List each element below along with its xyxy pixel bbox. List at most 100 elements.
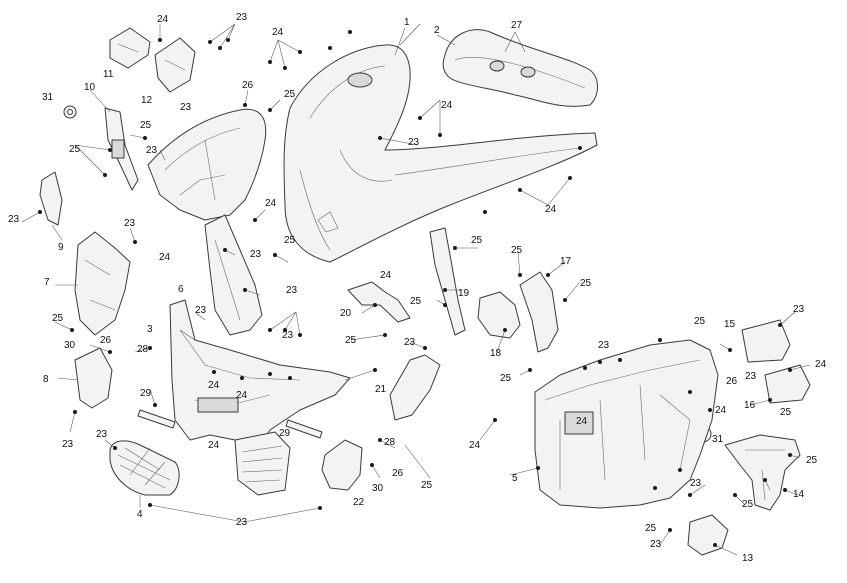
callout-24m: 24 xyxy=(715,405,727,416)
part-8-bracket xyxy=(74,347,113,409)
callout-23r: 23 xyxy=(690,478,702,489)
callout-18: 18 xyxy=(490,348,502,359)
callout-labels: 1 2 3 4 5 6 7 8 9 10 11 12 13 14 15 16 1… xyxy=(8,12,827,564)
callout-23g: 23 xyxy=(282,330,294,341)
callout-23f: 23 xyxy=(195,305,207,316)
callout-23o: 23 xyxy=(598,340,610,351)
callout-5: 5 xyxy=(512,473,518,484)
part-21-bracket xyxy=(389,354,441,421)
callout-25p: 25 xyxy=(645,523,657,534)
part-3-front-frame xyxy=(169,299,351,461)
callout-2: 2 xyxy=(434,25,440,36)
callout-3: 3 xyxy=(147,324,153,335)
callout-31b: 31 xyxy=(712,434,724,445)
callout-1: 1 xyxy=(404,17,410,28)
callout-31: 31 xyxy=(42,92,54,103)
callout-22: 22 xyxy=(353,497,365,508)
callout-23l: 23 xyxy=(62,439,74,450)
callout-24k: 24 xyxy=(469,440,481,451)
callout-23m: 23 xyxy=(96,429,108,440)
part-5-inner-panel xyxy=(534,339,719,509)
part-6-tunnel xyxy=(204,214,263,336)
callout-24b: 24 xyxy=(272,27,284,38)
callout-19: 19 xyxy=(458,288,470,299)
callout-25g: 25 xyxy=(471,235,483,246)
part-29-strip xyxy=(137,409,323,439)
part-22-bracket xyxy=(321,439,363,491)
callout-23e: 23 xyxy=(146,145,158,156)
callout-29: 29 xyxy=(140,388,152,399)
callout-25b: 25 xyxy=(140,120,152,131)
leader-lines xyxy=(21,23,811,556)
callout-25d: 25 xyxy=(284,235,296,246)
callout-23q: 23 xyxy=(793,304,805,315)
part-9-cover xyxy=(39,171,63,226)
callout-30b: 30 xyxy=(372,483,384,494)
callout-23p: 23 xyxy=(745,371,757,382)
callout-9: 9 xyxy=(58,242,64,253)
callout-23b: 23 xyxy=(8,214,20,225)
callout-25n: 25 xyxy=(806,455,818,466)
part-10-bracket xyxy=(104,107,139,191)
callout-4: 4 xyxy=(137,509,143,520)
callout-25c: 25 xyxy=(69,144,81,155)
callout-25l: 25 xyxy=(694,316,706,327)
callout-23i: 23 xyxy=(250,249,262,260)
callout-25e: 25 xyxy=(52,313,64,324)
callout-24c: 24 xyxy=(441,100,453,111)
callout-24l: 24 xyxy=(576,416,588,427)
callout-7: 7 xyxy=(44,277,50,288)
callout-24g: 24 xyxy=(380,270,392,281)
callout-24j: 24 xyxy=(208,440,220,451)
part-31-washer xyxy=(63,105,77,119)
callout-25o: 25 xyxy=(742,499,754,510)
callout-6: 6 xyxy=(178,284,184,295)
callout-24d: 24 xyxy=(545,204,557,215)
part-15-plate xyxy=(741,319,791,363)
callout-28: 28 xyxy=(137,344,149,355)
fastener-dots xyxy=(38,30,792,547)
callout-24i: 24 xyxy=(236,390,248,401)
callout-30: 30 xyxy=(64,340,76,351)
callout-25h: 25 xyxy=(410,296,422,307)
callout-23c: 23 xyxy=(124,218,136,229)
callout-26d: 26 xyxy=(726,376,738,387)
callout-23d: 23 xyxy=(180,102,192,113)
callout-23n: 23 xyxy=(236,517,248,528)
part-18-plate xyxy=(477,291,521,339)
part-17-bracket xyxy=(519,271,559,353)
lower-center-grille xyxy=(234,431,291,496)
callout-23k: 23 xyxy=(404,337,416,348)
part-7-side-cover xyxy=(74,231,131,336)
callout-25q: 25 xyxy=(421,480,433,491)
callout-27: 27 xyxy=(511,20,523,31)
callout-25k: 25 xyxy=(500,373,512,384)
part-1-leg-shield xyxy=(283,44,598,263)
callout-28b: 28 xyxy=(384,437,396,448)
callout-23s: 23 xyxy=(650,539,662,550)
part-2-handle xyxy=(442,29,598,107)
callout-29b: 29 xyxy=(279,428,291,439)
callout-23j: 23 xyxy=(408,137,420,148)
callout-24f: 24 xyxy=(159,252,171,263)
callout-15: 15 xyxy=(724,319,736,330)
callout-25: 25 xyxy=(284,89,296,100)
part-19-bracket xyxy=(429,227,466,336)
part-11-plate xyxy=(109,27,151,69)
part-13-plate xyxy=(687,514,729,556)
part-12-plate xyxy=(154,37,196,93)
callout-10: 10 xyxy=(84,82,96,93)
callout-8: 8 xyxy=(43,374,49,385)
callout-25j: 25 xyxy=(580,278,592,289)
callout-25m: 25 xyxy=(780,407,792,418)
callout-14: 14 xyxy=(793,489,805,500)
callout-17: 17 xyxy=(560,256,572,267)
callout-11: 11 xyxy=(103,69,114,80)
callout-26b: 26 xyxy=(100,335,112,346)
part-16-plate xyxy=(764,364,811,404)
callout-24h: 24 xyxy=(208,380,220,391)
callout-24: 24 xyxy=(157,14,169,25)
callout-26c: 26 xyxy=(392,468,404,479)
part-14-bracket xyxy=(724,434,801,511)
